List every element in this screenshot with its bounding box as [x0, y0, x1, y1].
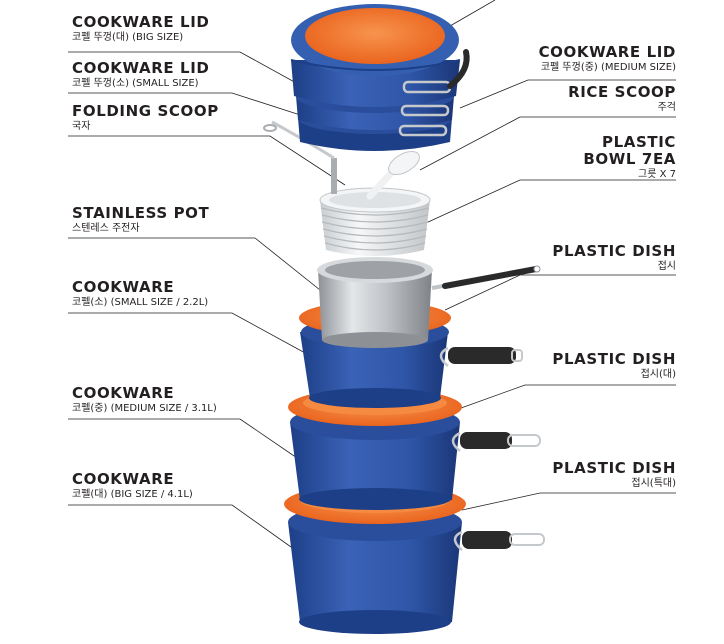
label-plastic-bowl-sub: 그릇 X 7 [638, 169, 676, 180]
handle-small [448, 347, 516, 364]
label-dish-3-title: PLASTIC DISH [552, 459, 676, 477]
handle-medium [460, 432, 512, 449]
label-cookware-small: COOKWARE 코펠(소) (SMALL SIZE / 2.2L) [72, 279, 208, 309]
lid-stack [290, 4, 470, 151]
label-stainless-pot: STAINLESS POT 스텐레스 주전자 [72, 205, 209, 235]
leader-lid-big [68, 51, 319, 96]
label-folding-scoop: FOLDING SCOOP 국자 [72, 103, 219, 133]
rice-scoop [366, 150, 420, 200]
leader-rice-scoop [419, 116, 676, 171]
label-cookware-medium-title: COOKWARE [72, 384, 175, 402]
label-folding-scoop-sub: 국자 [72, 121, 91, 132]
leader-stainless-pot [68, 237, 331, 299]
leader-lid-medium [459, 79, 676, 109]
label-lid-big-title: COOKWARE LID [72, 13, 210, 31]
label-cookware-big-sub: 코펠(대) (BIG SIZE / 4.1L) [72, 489, 193, 500]
label-lid-medium-sub: 코펠 뚜껑(중) (MEDIUM SIZE) [540, 62, 676, 73]
label-lid-big-sub: 코펠 뚜껑(대) (BIG SIZE) [72, 32, 184, 43]
label-dish-1-sub: 접시 [657, 261, 676, 272]
label-plastic-bowl-title1: PLASTIC [602, 133, 676, 151]
label-dish-3-sub: 접시(특대) [631, 478, 676, 489]
leader-cookware-big [68, 504, 299, 553]
leader-cookware-medium [68, 418, 301, 461]
label-dish-1: PLASTIC DISH 접시 [552, 243, 676, 273]
label-rice-scoop: RICE SCOOP 주걱 [568, 84, 676, 114]
label-folding-scoop-title: FOLDING SCOOP [72, 102, 219, 120]
leader-dish-2 [449, 384, 676, 413]
label-plastic-bowl-title2: BOWL 7EA [583, 150, 676, 168]
leader-top [449, 0, 496, 27]
label-rice-scoop-sub: 주걱 [657, 102, 676, 113]
cookware-medium [288, 388, 541, 510]
stainless-pot [317, 257, 541, 348]
handle-big [462, 531, 512, 549]
label-lid-small-sub: 코펠 뚜껑(소) (SMALL SIZE) [72, 78, 199, 89]
label-dish-2-title: PLASTIC DISH [552, 350, 676, 368]
label-lid-medium-title: COOKWARE LID [538, 43, 676, 61]
leader-lines [68, 0, 676, 553]
plastic-bowl-stack [319, 187, 431, 256]
label-dish-2-sub: 접시(대) [640, 369, 676, 380]
leader-folding-scoop [68, 135, 346, 186]
label-stainless-pot-sub: 스텐레스 주전자 [72, 223, 140, 234]
label-plastic-bowl: PLASTIC BOWL 7EA 그릇 X 7 [583, 134, 676, 181]
leader-plastic-bowl [414, 179, 676, 229]
leader-lid-small [68, 92, 323, 123]
label-rice-scoop-title: RICE SCOOP [568, 83, 676, 101]
label-lid-medium: COOKWARE LID 코펠 뚜껑(중) (MEDIUM SIZE) [539, 44, 676, 74]
label-cookware-small-sub: 코펠(소) (SMALL SIZE / 2.2L) [72, 297, 209, 308]
label-cookware-big-title: COOKWARE [72, 470, 175, 488]
label-cookware-medium: COOKWARE 코펠(중) (MEDIUM SIZE / 3.1L) [72, 385, 217, 415]
label-cookware-small-title: COOKWARE [72, 278, 175, 296]
label-lid-big: COOKWARE LID 코펠 뚜껑(대) (BIG SIZE) [72, 14, 209, 44]
label-dish-3: PLASTIC DISH 접시(특대) [552, 460, 676, 490]
label-dish-2: PLASTIC DISH 접시(대) [552, 351, 676, 381]
label-dish-1-title: PLASTIC DISH [552, 242, 676, 260]
leader-cookware-small [68, 312, 319, 361]
label-lid-small: COOKWARE LID 코펠 뚜껑(소) (SMALL SIZE) [72, 60, 209, 90]
label-cookware-medium-sub: 코펠(중) (MEDIUM SIZE / 3.1L) [72, 403, 217, 414]
label-lid-small-title: COOKWARE LID [72, 59, 210, 77]
leader-dish-3 [461, 492, 676, 511]
label-stainless-pot-title: STAINLESS POT [72, 204, 210, 222]
label-cookware-big: COOKWARE 코펠(대) (BIG SIZE / 4.1L) [72, 471, 193, 501]
